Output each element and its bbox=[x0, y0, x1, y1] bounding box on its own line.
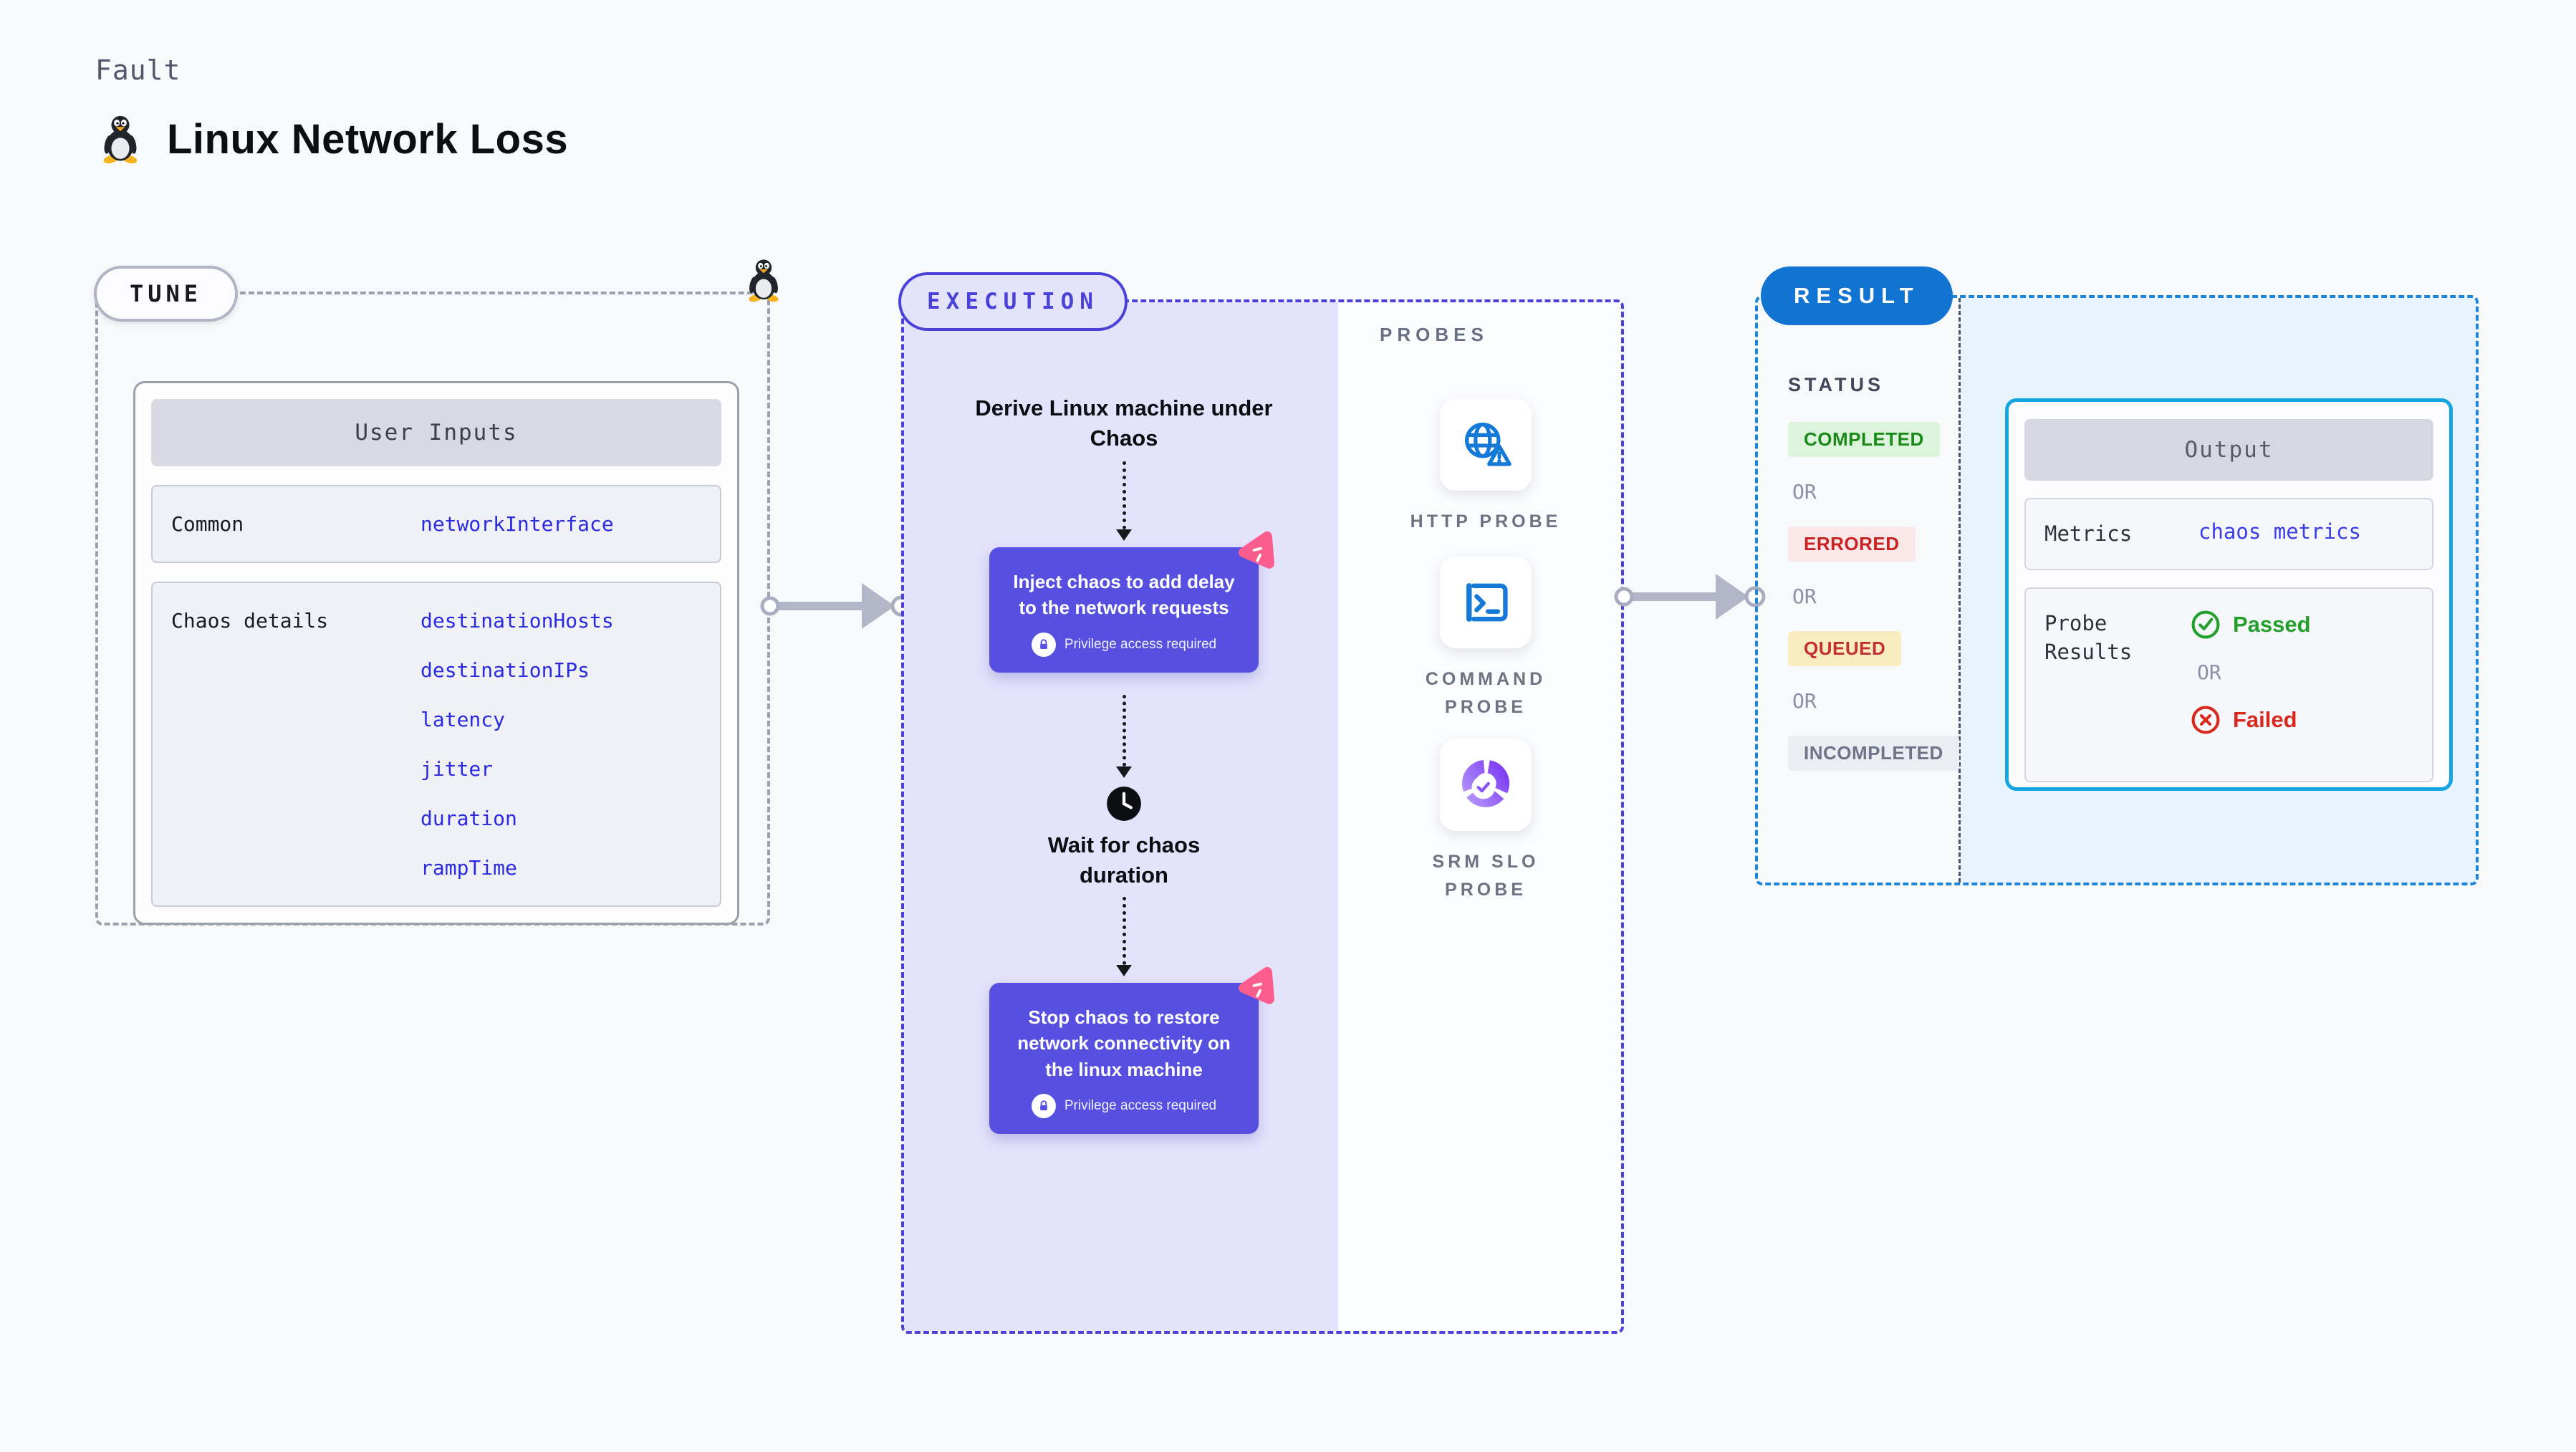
result-section: RESULT STATUS COMPLETED OR ERRORED OR QU… bbox=[1755, 266, 2479, 885]
inject-chaos-step: Inject chaos to add delay to the network… bbox=[989, 547, 1259, 673]
fault-eyebrow-label: Fault bbox=[95, 54, 181, 86]
flow-arrow-down-icon bbox=[1115, 897, 1133, 976]
input-row-common: Common networkInterface bbox=[151, 485, 721, 563]
http-probe-card bbox=[1440, 399, 1532, 491]
or-separator: OR bbox=[2197, 660, 2221, 684]
input-row-label: Chaos details bbox=[171, 609, 329, 633]
input-value: networkInterface bbox=[420, 512, 614, 536]
privilege-note-text: Privilege access required bbox=[1064, 636, 1217, 652]
status-column: COMPLETED OR ERRORED OR QUEUED OR INCOMP… bbox=[1788, 422, 1959, 771]
status-badge-errored: ERRORED bbox=[1788, 527, 1916, 562]
srm-slo-probe-card bbox=[1440, 739, 1532, 831]
or-separator: OR bbox=[1792, 689, 1817, 713]
execution-badge: EXECUTION bbox=[898, 272, 1128, 331]
probe-result-failed: Failed bbox=[2190, 704, 2297, 736]
input-value: destinationHosts bbox=[420, 609, 614, 633]
derive-step-text: Derive Linux machine under Chaos bbox=[975, 395, 1273, 451]
metrics-label: Metrics bbox=[2044, 521, 2133, 546]
status-badge-queued: QUEUED bbox=[1788, 631, 1902, 666]
chaos-marker-icon bbox=[1236, 964, 1276, 1004]
input-row-label: Common bbox=[171, 512, 244, 536]
probes-label: PROBES bbox=[1380, 324, 1489, 345]
input-value: rampTime bbox=[420, 856, 517, 880]
metrics-value: chaos metrics bbox=[2198, 519, 2361, 544]
lock-icon bbox=[1031, 632, 1056, 657]
output-header: Output bbox=[2024, 419, 2433, 481]
execution-to-result-arrow bbox=[1614, 574, 1766, 620]
input-value: jitter bbox=[420, 757, 494, 781]
slo-donut-check-icon bbox=[1461, 759, 1510, 807]
clock-icon bbox=[1105, 785, 1143, 822]
tune-section: TUNE User Inputs Common networkInterface… bbox=[94, 259, 779, 925]
probe-result-passed: Passed bbox=[2190, 609, 2311, 640]
chaos-marker-icon bbox=[1236, 529, 1276, 569]
page-title: Linux Network Loss bbox=[167, 115, 569, 163]
privilege-note: Privilege access required bbox=[1004, 1094, 1244, 1119]
check-circle-icon bbox=[2191, 610, 2220, 639]
result-badge: RESULT bbox=[1761, 266, 1953, 325]
inject-step-text: Inject chaos to add delay to the network… bbox=[1013, 571, 1235, 619]
privilege-note-text: Privilege access required bbox=[1064, 1098, 1217, 1114]
metrics-row: Metrics chaos metrics bbox=[2024, 498, 2433, 570]
probe-results-row: Probe Results Passed OR bbox=[2024, 587, 2433, 782]
wait-step-text: Wait for chaos duration bbox=[1047, 832, 1201, 888]
or-separator: OR bbox=[1792, 585, 1817, 608]
input-row-chaos-details: Chaos details destinationHosts destinati… bbox=[151, 582, 721, 907]
globe-alert-icon bbox=[1465, 422, 1512, 466]
srm-slo-probe-label: SRM SLO PROBE bbox=[1432, 852, 1539, 900]
or-separator: OR bbox=[1792, 480, 1817, 504]
tune-badge: TUNE bbox=[94, 266, 239, 322]
input-value: destinationIPs bbox=[420, 658, 590, 682]
terminal-icon bbox=[1466, 583, 1508, 622]
tune-to-execution-arrow bbox=[760, 583, 912, 629]
linux-tux-corner-icon bbox=[748, 259, 779, 303]
execution-section: EXECUTION Derive Linux machine under Cha… bbox=[898, 272, 1624, 1334]
status-badge-completed: COMPLETED bbox=[1788, 422, 1940, 457]
input-value: latency bbox=[420, 708, 506, 731]
probe-results-label: Probe Results bbox=[2044, 610, 2133, 665]
http-probe-label: HTTP PROBE bbox=[1410, 511, 1562, 532]
output-card: Output Metrics chaos metrics Probe Resul… bbox=[2005, 398, 2453, 791]
status-label: STATUS bbox=[1788, 374, 1884, 395]
privilege-note: Privilege access required bbox=[1004, 632, 1244, 657]
command-probe-label: COMMAND PROBE bbox=[1425, 669, 1547, 717]
lock-icon bbox=[1031, 1094, 1056, 1119]
stop-chaos-step: Stop chaos to restore network connectivi… bbox=[989, 983, 1259, 1135]
command-probe-card bbox=[1440, 557, 1532, 648]
page-title-row: Linux Network Loss bbox=[95, 113, 568, 165]
user-inputs-header: User Inputs bbox=[151, 399, 721, 466]
input-value: duration bbox=[420, 807, 517, 830]
x-circle-icon bbox=[2191, 706, 2220, 734]
status-badge-incompleted: INCOMPLETED bbox=[1788, 736, 1959, 771]
linux-tux-icon bbox=[102, 115, 138, 165]
stop-step-text: Stop chaos to restore network connectivi… bbox=[1017, 1006, 1231, 1080]
user-inputs-card: User Inputs Common networkInterface Chao… bbox=[133, 381, 739, 925]
flow-arrow-down-icon bbox=[1115, 461, 1133, 541]
flow-arrow-down-icon bbox=[1115, 695, 1133, 778]
